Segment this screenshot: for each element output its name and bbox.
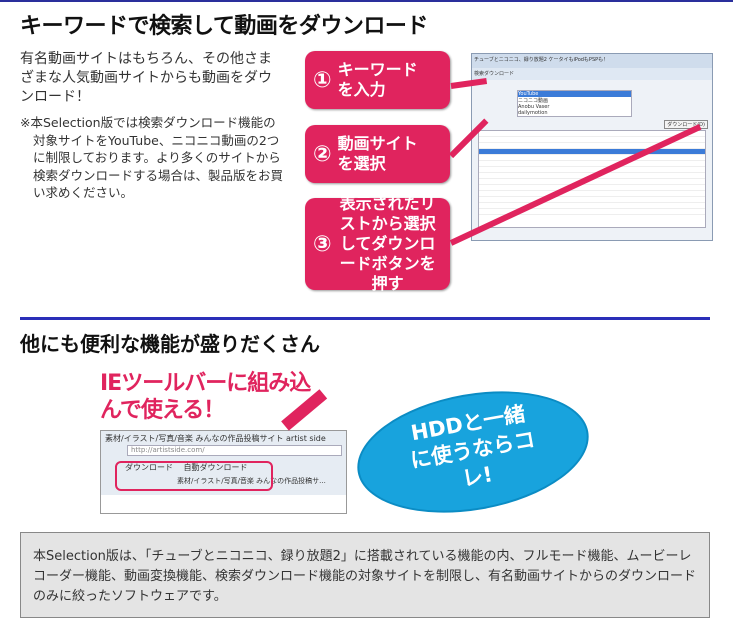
step-number: ③ — [313, 231, 332, 257]
step-text: 動画サイトを選択 — [337, 134, 418, 173]
site-item: dailymotion — [518, 110, 548, 116]
ie-toolbar-screenshot: 素材/イラスト/写真/音楽 みんなの作品投稿サイト artist side ht… — [100, 430, 347, 514]
lead-text: 有名動画サイトはもちろん、その他さまざまな人気動画サイトからも動画をダウンロード… — [20, 51, 272, 105]
ie-address-bar: http://artistside.com/ — [127, 445, 342, 456]
page-preview — [101, 495, 346, 513]
section-rule — [20, 317, 710, 320]
step-3: ③ 表示されたリストから選択してダウンロードボタンを押す — [305, 194, 450, 293]
hdd-badge: HDDと一緒に使うならコレ! — [350, 376, 596, 528]
app-window-screenshot: チューブとニコニコ、録り放題2 ケータイもiPodもPSPも！ 検索ダウンロード… — [471, 53, 713, 241]
site-item: YouTube — [518, 91, 631, 97]
window-title: チューブとニコニコ、録り放題2 ケータイもiPodもPSPも！ — [472, 54, 712, 68]
step-number: ② — [313, 141, 332, 167]
site-item: ニコニコ動画 — [518, 98, 549, 104]
top-rule — [0, 0, 733, 2]
selection-note: ※本Selection版では検索ダウンロード機能の対象サイトをYouTube、ニ… — [20, 115, 284, 200]
ie-toolbar-caption: IEツールバーに組み込んで使える！ — [100, 371, 311, 423]
download-toolbar-button: ダウンロード — [125, 463, 173, 472]
hdd-badge-text: HDDと一緒に使うならコレ! — [408, 401, 537, 492]
ie-tab: 素材/イラスト/写真/音楽 みんなの作品投稿サ... — [177, 477, 326, 485]
site-item: Anobu Vaser — [518, 104, 550, 110]
section-title-search: キーワードで検索して動画をダウンロード — [20, 14, 428, 39]
step-number: ① — [313, 67, 332, 93]
highlight-frame — [115, 461, 273, 491]
download-button: ダウンロード(D) — [664, 120, 708, 129]
footer-note-box: 本Selection版は、「チューブとニコニコ、録り放題2」に搭載されている機能… — [20, 532, 710, 618]
step-text: 表示されたリストから選択してダウンロードボタンを押す — [339, 194, 436, 293]
step-text: キーワードを入力 — [337, 60, 418, 99]
auto-download-toolbar-button: 自動ダウンロード — [183, 463, 248, 472]
site-list: YouTube ニコニコ動画 Anobu Vaser dailymotion — [517, 90, 632, 117]
section-title-features: 他にも便利な機能が盛りだくさん — [20, 332, 320, 356]
window-tab: 検索ダウンロード — [472, 68, 712, 80]
ie-window-title: 素材/イラスト/写真/音楽 みんなの作品投稿サイト artist side — [105, 434, 326, 443]
